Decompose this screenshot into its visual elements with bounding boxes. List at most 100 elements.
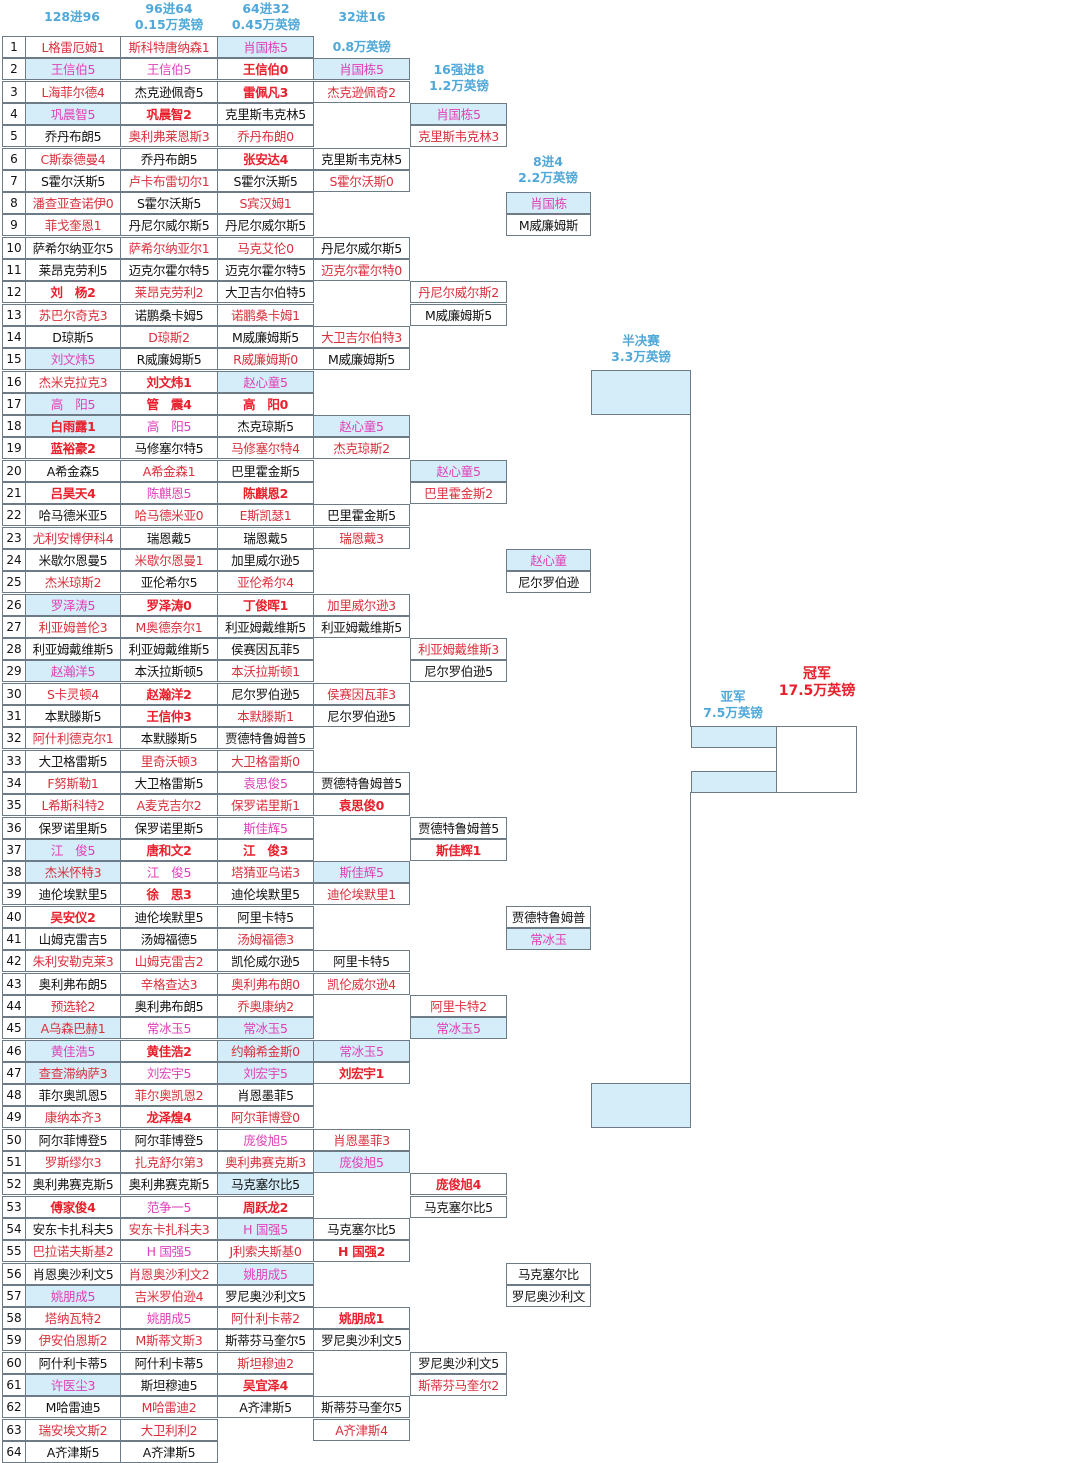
row-number: 61 [2, 1374, 26, 1396]
r32-player: 迪伦埃默里1 [313, 883, 410, 905]
r96-player: 乔丹布朗5 [120, 148, 218, 170]
qf-player: 罗尼奥沙利文 [506, 1285, 591, 1307]
header-sf: 半决赛 3.3万英镑 [592, 333, 690, 365]
r64-player: 利亚姆戴维斯5 [217, 616, 314, 638]
r64-player: 马克塞尔比5 [217, 1173, 314, 1195]
r32-player: 赵心童5 [313, 415, 410, 437]
header-champion-title: 冠军 [803, 666, 831, 682]
r64-player: 大卫吉尔伯特5 [217, 281, 314, 303]
r32-player: 肖国栋5 [313, 58, 410, 80]
r128-player: 查查滞纳萨3 [25, 1062, 121, 1084]
r96-player: 瑞恩戴5 [120, 527, 218, 549]
row-number: 36 [2, 817, 26, 839]
r128-player: 高 阳5 [25, 393, 121, 415]
r64-player: 马克艾伦0 [217, 237, 314, 259]
r96-player: 亚伦希尔5 [120, 571, 218, 593]
final-slot-top [691, 726, 777, 748]
row-number: 26 [2, 594, 26, 616]
r96-player: 肖恩奥沙利文2 [120, 1263, 218, 1285]
header-64: 64进32 0.45万英镑 [217, 1, 315, 33]
row-number: 42 [2, 950, 26, 972]
r64-player: 迪伦埃默里5 [217, 883, 314, 905]
r64-player: 塔猜亚乌诺3 [217, 861, 314, 883]
row-number: 17 [2, 393, 26, 415]
qf-player: 尼尔罗伯逊 [506, 571, 591, 593]
r128-player: 预选轮2 [25, 995, 121, 1017]
r64-player: J利索夫斯基0 [217, 1240, 314, 1262]
r96-player: 吉米罗伯逊4 [120, 1285, 218, 1307]
r64-player: 约翰希金斯0 [217, 1040, 314, 1062]
row-number: 14 [2, 326, 26, 348]
r128-player: 黄佳浩5 [25, 1040, 121, 1062]
r128-player: 刘 杨2 [25, 281, 121, 303]
row-number: 7 [2, 170, 26, 192]
r64-player: 高 阳0 [217, 393, 314, 415]
r64-player: 大卫格雷斯0 [217, 750, 314, 772]
r96-player: 诺鹏桑卡姆5 [120, 304, 218, 326]
row-number: 28 [2, 638, 26, 660]
header-16-prize: 1.2万英镑 [429, 78, 489, 93]
r96-player: M斯蒂文斯3 [120, 1329, 218, 1351]
r128-player: L海菲尔德4 [25, 81, 121, 103]
row-number: 13 [2, 304, 26, 326]
r128-player: A乌森巴赫1 [25, 1017, 121, 1039]
r32-player: 尼尔罗伯逊5 [313, 705, 410, 727]
r128-player: D琼斯5 [25, 326, 121, 348]
r32-player: 巴里霍金斯5 [313, 504, 410, 526]
row-number: 39 [2, 883, 26, 905]
r96-player: A麦克吉尔2 [120, 794, 218, 816]
r96-player: 龙泽煌4 [120, 1106, 218, 1128]
r32-player: 阿里卡特5 [313, 950, 410, 972]
r64-player: 巴里霍金斯5 [217, 460, 314, 482]
r64-player: 侯赛因瓦菲5 [217, 638, 314, 660]
r64-player: 阿尔菲博登0 [217, 1106, 314, 1128]
r96-player: 唐和文2 [120, 839, 218, 861]
header-32-title: 32进16 [338, 9, 386, 24]
final-slot-bottom [691, 771, 777, 793]
r64-player: 赵心童5 [217, 371, 314, 393]
r128-player: 刘文炜5 [25, 348, 121, 370]
r16-player: 尼尔罗伯逊5 [410, 660, 507, 682]
r16-player: 斯蒂芬马奎尔2 [410, 1374, 507, 1396]
r96-player: 本默滕斯5 [120, 727, 218, 749]
row-number: 24 [2, 549, 26, 571]
row-number: 21 [2, 482, 26, 504]
row-number: 6 [2, 148, 26, 170]
r96-player: H 国强5 [120, 1240, 218, 1262]
r128-player: 乔丹布朗5 [25, 125, 121, 147]
r128-player: 塔纳瓦特2 [25, 1307, 121, 1329]
row-number: 62 [2, 1396, 26, 1418]
r64-player: S宾汉姆1 [217, 192, 314, 214]
r64-player: R威廉姆斯0 [217, 348, 314, 370]
r96-player: D琼斯2 [120, 326, 218, 348]
r128-player: 阿尔菲博登5 [25, 1129, 121, 1151]
r32-player: 姚朋成1 [313, 1307, 410, 1329]
qf-player: 贾德特鲁姆普 [506, 906, 591, 928]
row-number: 52 [2, 1173, 26, 1195]
r96-player: 黄佳浩2 [120, 1040, 218, 1062]
bracket-line-sf-bottom [690, 792, 691, 1084]
row-number: 9 [2, 214, 26, 236]
r32-player: 马克塞尔比5 [313, 1218, 410, 1240]
r96-player: 范争一5 [120, 1196, 218, 1218]
r64-player: 江 俊3 [217, 839, 314, 861]
r32-player: 常冰玉5 [313, 1040, 410, 1062]
r128-player: 本默滕斯5 [25, 705, 121, 727]
r96-player: 陈麒恩5 [120, 482, 218, 504]
r64-player: 刘宏宇5 [217, 1062, 314, 1084]
r96-player: 迈克尔霍尔特5 [120, 259, 218, 281]
r128-player: 莱昂克劳利5 [25, 259, 121, 281]
r32-player: 刘宏宇1 [313, 1062, 410, 1084]
r32-prize: 0.8万英镑 [332, 39, 391, 54]
qf-player: 肖国栋 [506, 192, 591, 214]
r128-player: 苏巴尔奇克3 [25, 304, 121, 326]
r64-player: 杰克琼斯5 [217, 415, 314, 437]
row-number: 10 [2, 237, 26, 259]
r64-player: 诺鹏桑卡姆1 [217, 304, 314, 326]
r96-player: M奥德奈尔1 [120, 616, 218, 638]
r128-player: 吴安仪2 [25, 906, 121, 928]
header-runner-up-prize: 7.5万英镑 [703, 705, 763, 720]
r96-player: M哈雷迪2 [120, 1396, 218, 1418]
r96-player: 萨希尔纳亚尔1 [120, 237, 218, 259]
r96-player: 保罗诺里斯5 [120, 817, 218, 839]
